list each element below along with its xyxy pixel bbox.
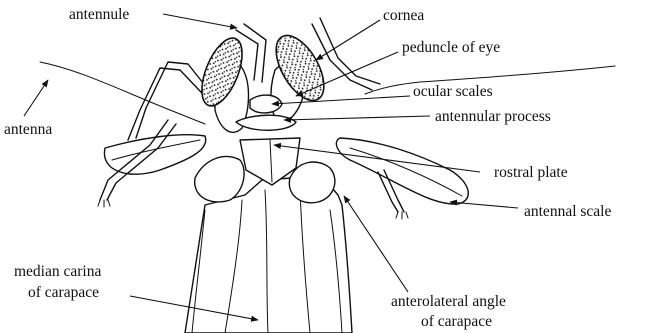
label-antennular-process: antennular process — [435, 108, 551, 125]
left-antennal-base — [195, 157, 244, 202]
label-anterolateral-line1: anterolateral angle — [391, 293, 506, 310]
label-median-carina-line1: median carina — [14, 263, 101, 280]
label-ocular-scales: ocular scales — [413, 83, 493, 100]
label-antenna: antenna — [4, 121, 52, 138]
left-antenna — [40, 62, 205, 124]
label-antennal-scale: antennal scale — [524, 203, 611, 220]
left-antennal-scale-shape — [104, 135, 205, 174]
label-median-carina-line2: of carapace — [28, 284, 99, 301]
label-antennule: antennule — [69, 6, 129, 23]
label-cornea: cornea — [383, 7, 424, 24]
right-antennal-scale-shape — [336, 138, 468, 204]
label-anterolateral-line2: of carapace — [421, 313, 492, 330]
label-peduncle-of-eye: peduncle of eye — [402, 39, 500, 56]
label-rostral-plate: rostral plate — [494, 164, 568, 181]
